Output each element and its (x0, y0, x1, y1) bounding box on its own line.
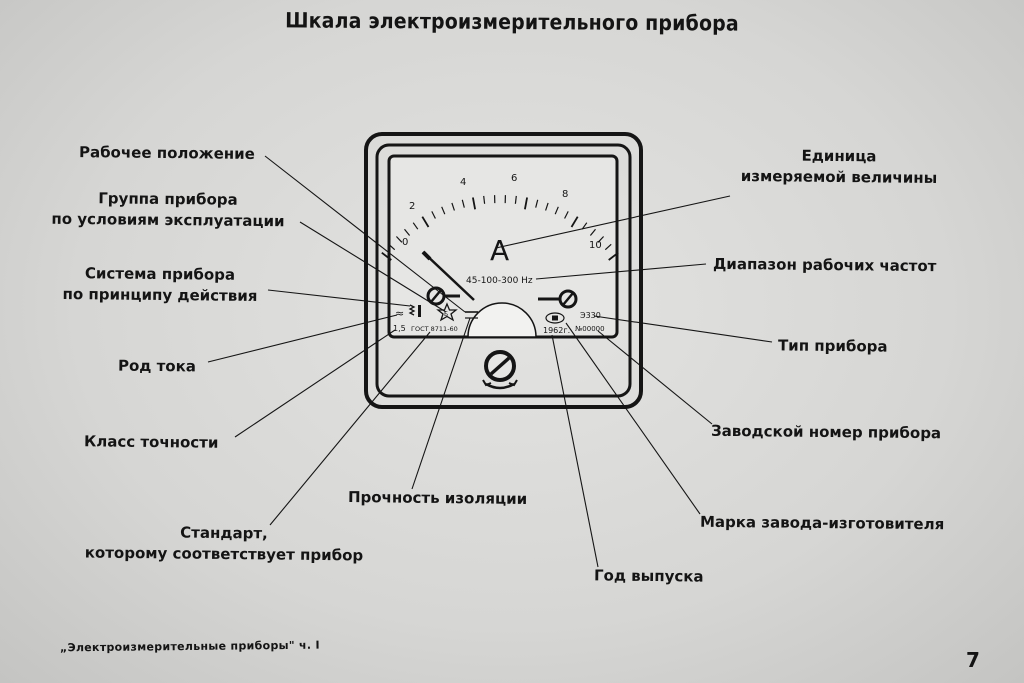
scale-tick (589, 228, 596, 236)
unit-symbol: A (490, 234, 509, 267)
scale-label-0: 0 (402, 237, 408, 248)
leader-lines (207, 155, 773, 568)
scale-label-10: 10 (589, 240, 602, 251)
serial-number-marking: №00000 (575, 325, 605, 333)
scale-tick (514, 195, 517, 204)
year-marking: 1962г. (543, 326, 570, 335)
scale-tick (461, 199, 465, 208)
scale-tick (535, 199, 539, 208)
type-code-marking: Э330 (580, 311, 601, 320)
label-system-line2: по принципу действия (62, 284, 258, 306)
zero-corrector-icon (482, 350, 518, 390)
scale-tick (395, 236, 403, 243)
system-icon (408, 304, 421, 317)
scale-label-6: 6 (511, 173, 517, 184)
group-letter: Б (444, 311, 448, 318)
right-screw-icon (538, 289, 578, 309)
current-type-symbol: ≈ (395, 307, 404, 320)
label-manufacturer-mark: Марка завода-изготовителя (699, 512, 945, 534)
label-frequency-range: Диапазон рабочих частот (712, 254, 937, 276)
label-serial-number: Заводской номер прибора (710, 421, 942, 443)
label-standard-line2: которому соответствует прибор (84, 543, 364, 565)
working-position-icon (465, 311, 478, 319)
manufacturer-logo-icon (545, 312, 565, 324)
scale-tick (381, 251, 392, 261)
scale-tick (608, 251, 619, 261)
label-device-type: Тип прибора (777, 336, 888, 356)
scale-label-2: 2 (409, 201, 415, 212)
scale-label-8: 8 (562, 189, 568, 200)
scale-tick (554, 206, 559, 215)
label-insulation: Прочность изоляции (347, 488, 528, 508)
group-star-icon (436, 302, 458, 322)
label-group-line2: по условиям эксплуатации (51, 209, 285, 231)
page-number: 7 (966, 648, 980, 672)
label-unit-line2: измеряемой величины (740, 166, 938, 188)
scale-tick (604, 243, 612, 251)
dial-cutout (467, 302, 537, 338)
accuracy-class-marking: 1,5 (393, 324, 406, 333)
label-accuracy-class: Класс точности (83, 432, 219, 452)
scale-tick (524, 197, 528, 210)
scale-tick (483, 195, 486, 204)
label-system-line1: Система прибора (84, 264, 236, 284)
label-working-position: Рабочее положение (78, 143, 255, 163)
scale-tick (451, 202, 455, 211)
scale-tick (545, 202, 549, 211)
scale-tick (421, 216, 430, 228)
scale-tick (404, 228, 411, 236)
scale-tick (570, 216, 579, 228)
label-standard-line1: Стандарт, (180, 523, 268, 543)
frequency-marking: 45-100-300 Hz (466, 276, 533, 286)
label-unit-line1: Единица (801, 146, 877, 166)
scale-label-4: 4 (460, 177, 466, 188)
scale-tick (388, 243, 396, 251)
scale-tick (597, 236, 605, 243)
scale-tick (412, 222, 419, 230)
scale-tick (564, 211, 569, 219)
label-group-line1: Группа прибора (98, 189, 238, 209)
scale-tick (431, 211, 436, 219)
label-current-type: Род тока (117, 356, 197, 376)
gost-marking: ГОСТ 8711-60 (411, 325, 458, 333)
scale-tick (472, 197, 476, 210)
scale-tick (441, 206, 446, 215)
meter-needle (421, 250, 475, 301)
footer-caption: „Электроизмерительные приборы" ч. I (59, 638, 320, 655)
label-year: Год выпуска (593, 566, 704, 586)
